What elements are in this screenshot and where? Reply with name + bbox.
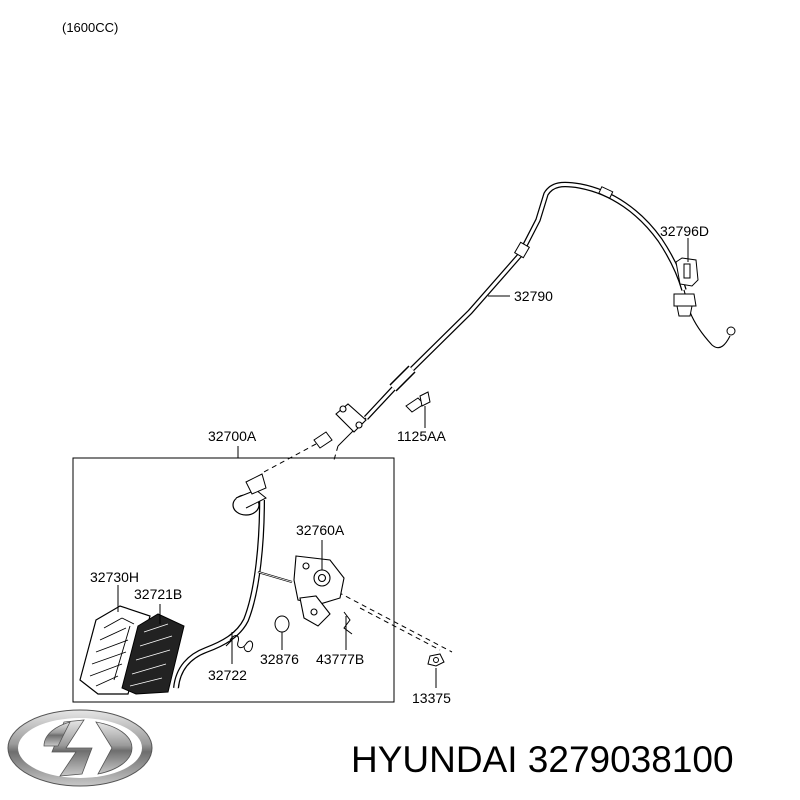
- label-32760A: 32760A: [296, 522, 345, 538]
- accelerator-pedal-arm: [173, 473, 293, 689]
- label-32790: 32790: [514, 288, 553, 304]
- brand-part-number: HYUNDAI 3279038100: [351, 739, 734, 780]
- label-32730H: 32730H: [90, 569, 139, 585]
- label-43777B: 43777B: [316, 651, 364, 667]
- label-32796D: 32796D: [660, 223, 709, 239]
- bolt-1125AA: [405, 391, 431, 413]
- throttle-cable: [337, 181, 736, 447]
- clip-43777B: [343, 611, 353, 635]
- hyundai-logo: [7, 709, 153, 787]
- pedal-bracket-32760A: [293, 555, 345, 627]
- label-13375: 13375: [412, 690, 451, 706]
- engine-caption: (1600CC): [62, 20, 118, 35]
- label-32700A: 32700A: [208, 428, 257, 444]
- label-32876: 32876: [260, 651, 299, 667]
- label-1125AA: 1125AA: [397, 428, 446, 444]
- return-spring-32722: [225, 635, 253, 653]
- nut-13375: [427, 653, 445, 667]
- leader-lines: [117, 238, 689, 688]
- cable-bracket: [335, 403, 367, 433]
- guide-lines: [263, 443, 453, 653]
- label-32722: 32722: [208, 667, 247, 683]
- pedal-assembly-box: [72, 457, 395, 703]
- label-32721B: 32721B: [134, 586, 182, 602]
- stopper-32876: [274, 615, 290, 633]
- pedal-cover-32721B: [121, 613, 185, 695]
- cable-end-fitting: [313, 431, 333, 449]
